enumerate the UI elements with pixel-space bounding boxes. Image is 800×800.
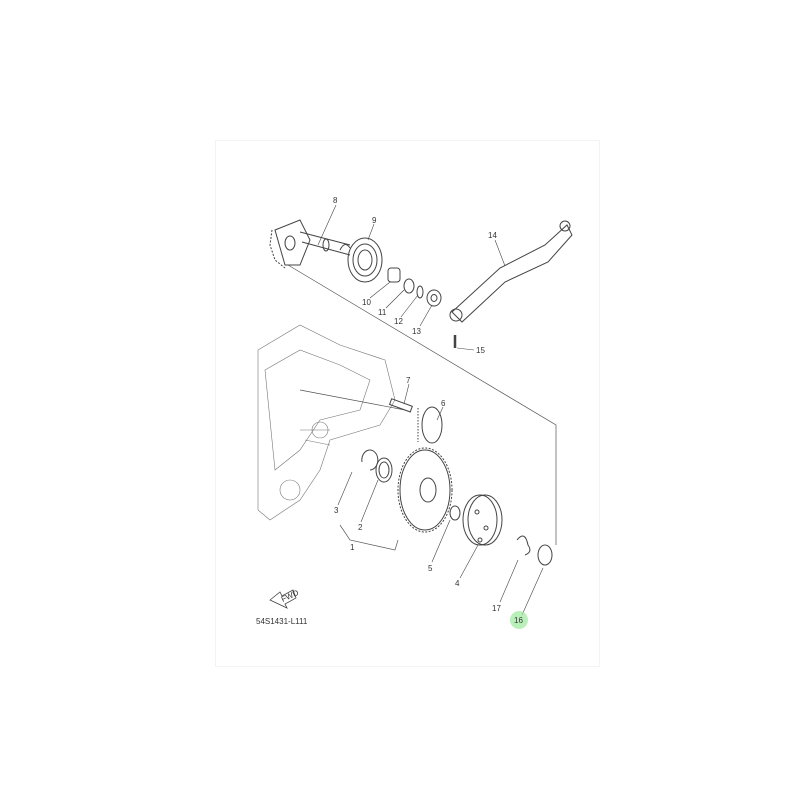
callout-16: 16 (514, 616, 523, 625)
diagram-frame (215, 140, 600, 667)
callout-10: 10 (362, 298, 371, 307)
callout-2: 2 (358, 523, 363, 532)
starter-gear (397, 447, 553, 566)
callout-1: 1 (350, 543, 355, 552)
callout-13: 13 (412, 327, 421, 336)
callout-6: 6 (441, 399, 446, 408)
bushing-washers (387, 267, 442, 307)
idle-gear (388, 398, 443, 444)
kick-lever (449, 220, 573, 348)
callout-3: 3 (334, 506, 339, 515)
callout-labels: 8 9 10 11 12 13 14 15 7 6 3 2 1 5 4 17 1… (333, 196, 523, 625)
callout-highlight (510, 611, 528, 629)
callout-12: 12 (394, 317, 403, 326)
callout-5: 5 (428, 564, 433, 573)
callout-4: 4 (455, 579, 460, 588)
callout-14: 14 (488, 231, 497, 240)
fwd-arrow-icon: FWD (269, 588, 300, 609)
callout-11: 11 (378, 308, 387, 317)
leader-lines (317, 204, 544, 616)
diagram-code: 54S1431-L111 (256, 617, 308, 626)
kick-shaft-gear (269, 219, 351, 269)
callout-15: 15 (476, 346, 485, 355)
assembly-lines (287, 264, 557, 551)
engine-case (257, 324, 396, 521)
callout-8: 8 (333, 196, 338, 205)
callout-17: 17 (492, 604, 501, 613)
circlip-bearing (361, 449, 393, 483)
callout-7: 7 (406, 376, 411, 385)
callout-9: 9 (372, 216, 377, 225)
kick-spring (339, 237, 383, 283)
